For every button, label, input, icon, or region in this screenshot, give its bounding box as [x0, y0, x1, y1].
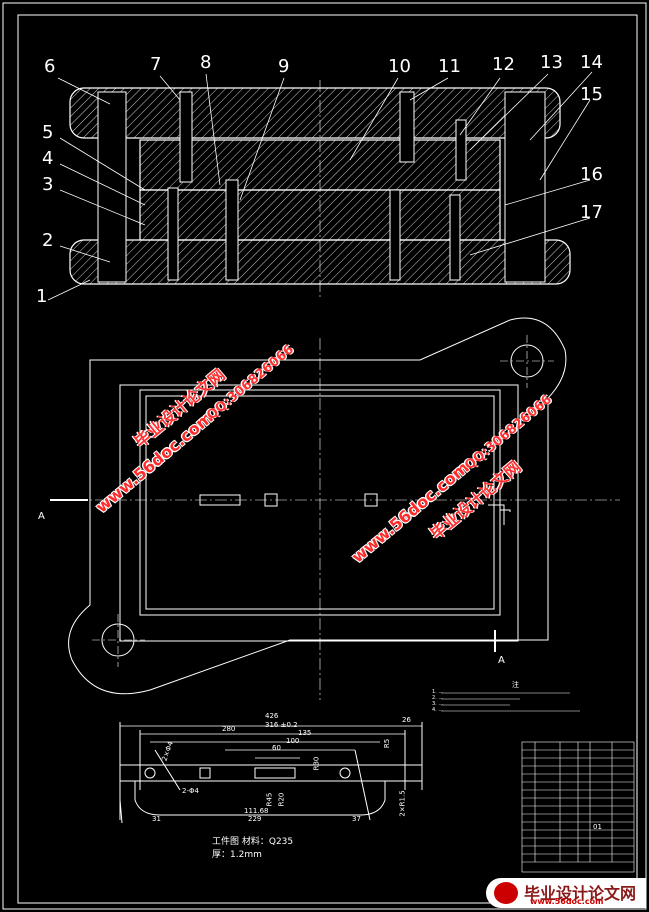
- part-label-10: 10: [388, 56, 411, 77]
- section-label-right: A: [498, 655, 505, 666]
- part-label-5: 5: [42, 122, 54, 143]
- inner-border: [17, 14, 638, 904]
- dim-60: 60: [272, 744, 281, 752]
- note-3: 3. ...: [432, 701, 444, 707]
- logo-url: www.56doc.com: [530, 897, 604, 906]
- part-label-8: 8: [200, 52, 212, 73]
- note-1: 1. ...: [432, 689, 444, 695]
- section-view: [47, 71, 593, 301]
- part-label-14: 14: [580, 52, 603, 73]
- dim-111: 111.68: [244, 807, 269, 815]
- dim-26: 26: [402, 716, 411, 724]
- section-label-left: A: [38, 511, 45, 522]
- part-label-13: 13: [540, 52, 563, 73]
- dim-135: 135: [298, 729, 312, 737]
- note-2: 2. ...: [432, 695, 444, 701]
- title-block: [521, 741, 635, 873]
- notes-title: 注: [512, 681, 519, 689]
- dim-31: 31: [152, 815, 161, 823]
- dim-r20: R20: [277, 792, 286, 807]
- part-label-7: 7: [150, 54, 162, 75]
- note-4: 4. ...: [432, 707, 444, 713]
- part-label-1: 1: [36, 286, 48, 307]
- plan-view: [50, 317, 620, 700]
- dim-2phi4: 2-Φ4: [182, 787, 199, 795]
- part-label-15: 15: [580, 84, 603, 105]
- dim-r5: R5: [383, 738, 392, 749]
- dim-229: 229: [248, 815, 262, 823]
- part-label-4: 4: [42, 148, 54, 169]
- part-label-6: 6: [44, 56, 56, 77]
- thickness-caption: 厚：1.2mm: [212, 850, 262, 860]
- dim-316: 316 ±0.2: [265, 721, 298, 729]
- technical-notes: [441, 692, 580, 712]
- part-label-3: 3: [42, 174, 54, 195]
- dim-37: 37: [352, 815, 361, 823]
- part-label-12: 12: [492, 54, 515, 75]
- logo-icon: [494, 882, 518, 904]
- part-label-16: 16: [580, 164, 603, 185]
- dim-280: 280: [222, 725, 236, 733]
- part-label-11: 11: [438, 56, 461, 77]
- sheet-number: 01: [593, 823, 602, 831]
- dim-overall: 426: [265, 712, 279, 720]
- workpiece-caption: 工件图 材料：Q235: [212, 837, 294, 847]
- logo-title: 毕业设计论文网: [524, 884, 637, 903]
- dim-r30: R30: [312, 756, 321, 771]
- workpiece-view: [119, 722, 423, 824]
- dim-100: 100: [286, 737, 300, 745]
- part-label-17: 17: [580, 202, 603, 223]
- site-logo: 毕业设计论文网 www.56doc.com: [486, 878, 646, 908]
- dim-r45: R45: [265, 792, 274, 807]
- part-label-9: 9: [278, 56, 290, 77]
- dim-2r: 2×R1.5: [398, 790, 407, 817]
- part-label-2: 2: [42, 230, 54, 251]
